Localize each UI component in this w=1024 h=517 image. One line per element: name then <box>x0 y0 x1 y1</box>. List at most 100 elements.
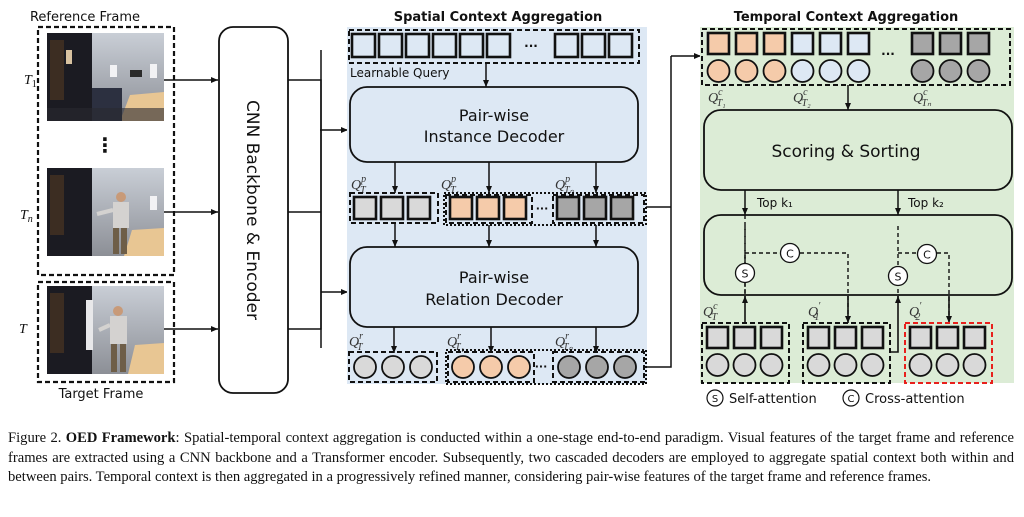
qp-t1-token <box>475 195 501 221</box>
qp-t1-group <box>445 194 533 224</box>
q1-group-square-token <box>860 325 885 350</box>
q2-highlight-group-circle-token <box>908 353 933 377</box>
learnable-query-token <box>458 32 485 59</box>
backbone-connectors <box>288 50 322 330</box>
qr-target-token <box>381 355 405 379</box>
tn-label: Tn <box>20 208 33 225</box>
learnable-query-token <box>485 32 512 59</box>
scoring-sorting-label: Scoring & Sorting <box>771 142 920 162</box>
qp-target-token <box>379 195 405 221</box>
qp-ellipsis: ··· <box>536 202 549 215</box>
self-attention-node-2-glyph: S <box>895 271 902 284</box>
q1-group-square-token <box>833 325 858 350</box>
qc-ellipsis: ··· <box>881 47 895 61</box>
qc-t1-square-token <box>762 31 787 56</box>
qp-tn-token <box>609 195 635 221</box>
qct-group-square-token <box>759 325 784 350</box>
qr-target-token <box>353 355 377 379</box>
qc-t1-square-token <box>734 31 759 56</box>
relation-decoder-label-line1: Pair-wise <box>459 268 529 287</box>
q2-highlight-group-square-token <box>935 325 960 350</box>
q2-highlight-group-square-token <box>908 325 933 350</box>
self-attention-node-1-glyph: S <box>742 268 749 281</box>
learnable-query-token <box>350 32 377 59</box>
qct-group-circle-token <box>705 353 730 377</box>
qct-group <box>701 322 790 384</box>
reference-frame-t1-image <box>47 33 164 121</box>
qp-tn-group <box>552 194 645 224</box>
qr-target-group <box>348 351 438 383</box>
relation-decoder-box <box>349 246 639 328</box>
target-frame-image <box>47 286 164 374</box>
qr-t1-group <box>447 351 535 383</box>
self-attention-node-1 <box>734 262 756 284</box>
learnable-query-token <box>580 32 607 59</box>
legend-self-attention-label: Self-attention <box>729 392 817 407</box>
cnn-backbone-encoder-label: CNN Backbone & Encoder <box>242 100 262 320</box>
qr-target-token <box>409 355 433 379</box>
qc-tn-circle-token <box>910 59 935 83</box>
instance-decoder-label-line1: Pair-wise <box>459 106 529 125</box>
qr-tokens <box>353 355 637 379</box>
legend-cross-glyph: C <box>848 394 855 405</box>
self-attention-node-2 <box>887 265 909 287</box>
q1-group-square-token <box>806 325 831 350</box>
learnable-query-token <box>377 32 404 59</box>
qc-t2-square-token <box>790 31 815 56</box>
learnable-query-group <box>348 29 640 64</box>
progressive-refinement-box <box>703 214 1013 296</box>
cnn-backbone-encoder-box <box>218 26 289 394</box>
q1-group-circle-token <box>833 353 858 377</box>
qc-tn-circle-token <box>938 59 963 83</box>
qc-t1-square-token <box>706 31 731 56</box>
qp-reference-outer-group <box>443 192 647 226</box>
learnable-query-token <box>553 32 580 59</box>
qc-t2-square-token <box>818 31 843 56</box>
top-k2-label: Top k₂ <box>907 196 944 210</box>
q2-highlight-group-circle-token <box>962 353 987 377</box>
q1-group <box>802 322 891 384</box>
qr-tn-token <box>613 355 637 379</box>
qc-t1-circle-token <box>706 59 731 83</box>
qr-tn-token <box>557 355 581 379</box>
qr-t1-token <box>507 355 531 379</box>
q2-highlight-group-square-token <box>962 325 987 350</box>
caption-title: OED Framework <box>65 430 176 446</box>
qr-t1-token <box>479 355 503 379</box>
oed-framework-diagram: Reference Frame T1 ⋮ Tn <box>19 10 1014 407</box>
learnable-query-token <box>431 32 458 59</box>
qr-t1-token <box>451 355 475 379</box>
learnable-query-label: Learnable Query <box>350 66 450 80</box>
legend-self-attention-icon <box>706 389 724 407</box>
qct-group-square-token <box>705 325 730 350</box>
cross-attention-node-1-glyph: C <box>786 248 794 261</box>
instance-decoder-label-line2: Instance Decoder <box>424 127 565 146</box>
qc-tokens <box>706 31 991 83</box>
qc-t2-circle-token <box>818 59 843 83</box>
q2-highlight-group <box>904 322 993 384</box>
relation-decoder-label-line2: Relation Decoder <box>425 290 563 309</box>
qct-group-circle-token <box>759 353 784 377</box>
qr-tn-token <box>585 355 609 379</box>
qc-t1-circle-token <box>734 59 759 83</box>
qp-t1-token <box>502 195 528 221</box>
t1-label: T1 <box>24 73 37 90</box>
legend-cross-attention-label: Cross-attention <box>865 392 965 407</box>
reference-frames-group <box>36 25 176 277</box>
qp-tokens <box>352 195 635 221</box>
q1-label: Q′1 <box>808 301 821 323</box>
qp-target-token <box>352 195 378 221</box>
qc-tn-square-token <box>966 31 991 56</box>
learnable-query-ellipsis: ··· <box>524 39 538 53</box>
cross-attention-node-2 <box>916 243 938 265</box>
learnable-query-token <box>607 32 634 59</box>
